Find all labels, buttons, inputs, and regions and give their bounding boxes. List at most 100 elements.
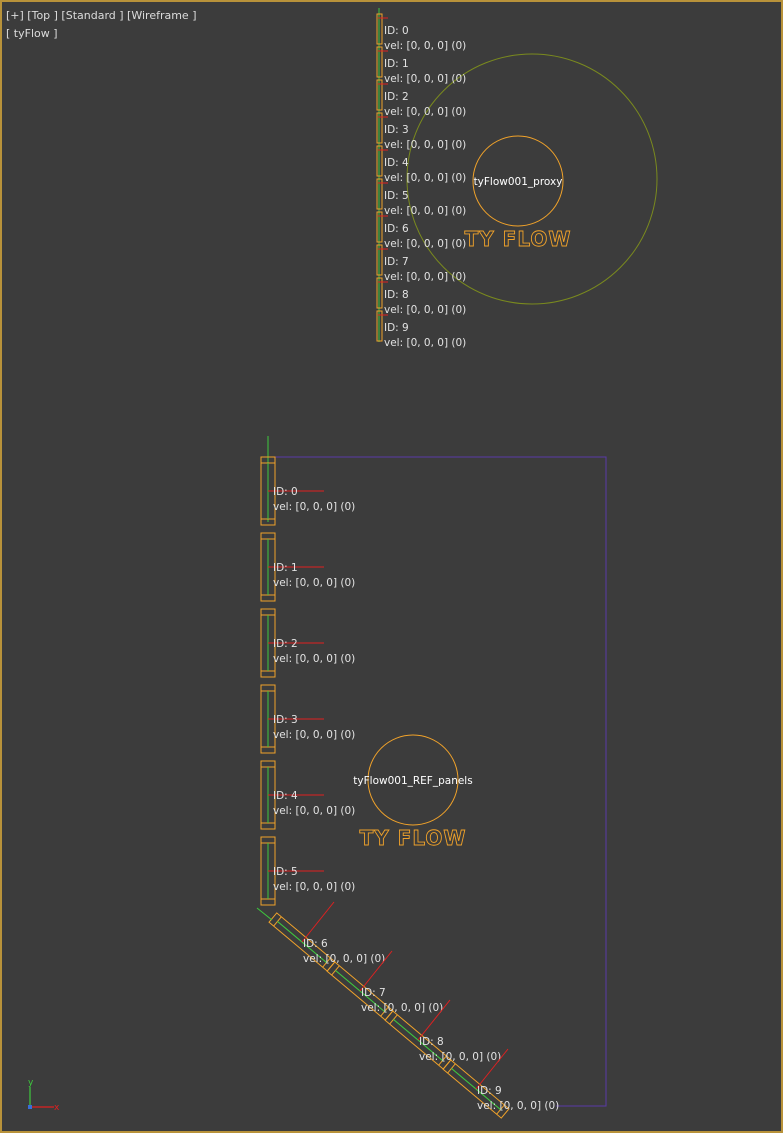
proxy-particle-shape bbox=[376, 211, 383, 243]
gizmo-x-label: x bbox=[54, 1103, 60, 1113]
proxy-particle-vel-label: vel: [0, 0, 0] (0) bbox=[384, 205, 466, 217]
panel-particle-cap bbox=[273, 916, 282, 927]
panel-particle-list: ID: 0 vel: [0, 0, 0] (0) ID: 1 vel: [0, 0, … bbox=[256, 456, 559, 1119]
panel-particle[interactable]: ID: 5 vel: [0, 0, 0] (0) bbox=[260, 836, 355, 906]
panel-particle-vel-label: vel: [0, 0, 0] (0) bbox=[273, 653, 355, 665]
proxy-particle[interactable]: ID: 8 vel: [0, 0, 0] (0) bbox=[376, 277, 466, 316]
panel-particle[interactable]: ID: 0 vel: [0, 0, 0] (0) bbox=[260, 456, 355, 526]
panel-particle[interactable]: ID: 9 vel: [0, 0, 0] (0) bbox=[442, 1048, 559, 1119]
proxy-particle-shape bbox=[376, 178, 383, 210]
axis-gizmo: y x bbox=[28, 1078, 60, 1113]
proxy-particle[interactable]: ID: 0 vel: [0, 0, 0] (0) bbox=[376, 13, 466, 52]
panel-particle-cap bbox=[389, 1014, 398, 1025]
panels-tyflow-logo: TY FLOW bbox=[360, 826, 467, 850]
gizmo-y-label: y bbox=[28, 1078, 34, 1088]
panel-particle[interactable]: ID: 8 vel: [0, 0, 0] (0) bbox=[384, 999, 501, 1070]
proxy-particle-shape bbox=[376, 244, 383, 276]
panel-particle-id-label: ID: 4 bbox=[273, 790, 298, 802]
panel-particle-vel-label: vel: [0, 0, 0] (0) bbox=[273, 881, 355, 893]
panel-particle-x-axis bbox=[301, 901, 335, 943]
panel-particle-id-label: ID: 3 bbox=[273, 714, 298, 726]
proxy-range-circle bbox=[406, 53, 658, 305]
proxy-particle-id-label: ID: 8 bbox=[384, 289, 409, 301]
panel-particle[interactable]: ID: 2 vel: [0, 0, 0] (0) bbox=[260, 608, 355, 678]
proxy-particle-id-label: ID: 7 bbox=[384, 256, 409, 268]
proxy-tyflow-logo: TY FLOW bbox=[465, 227, 572, 251]
panel-particle-vel-label: vel: [0, 0, 0] (0) bbox=[273, 501, 355, 513]
proxy-particle-id-label: ID: 6 bbox=[384, 223, 409, 235]
panel-particle-cap bbox=[322, 957, 331, 968]
proxy-particle-vel-label: vel: [0, 0, 0] (0) bbox=[384, 40, 466, 52]
proxy-particle-vel-label: vel: [0, 0, 0] (0) bbox=[384, 271, 466, 283]
proxy-particle-id-label: ID: 5 bbox=[384, 190, 409, 202]
panel-particle-id-label: ID: 1 bbox=[273, 562, 298, 574]
proxy-particle-vel-label: vel: [0, 0, 0] (0) bbox=[384, 304, 466, 316]
panel-particle-vel-label: vel: [0, 0, 0] (0) bbox=[303, 953, 385, 965]
panel-particle-x-axis bbox=[359, 950, 393, 992]
proxy-particle-shape bbox=[376, 112, 383, 144]
panel-particle-x-axis bbox=[475, 1048, 509, 1090]
proxy-particle-id-label: ID: 2 bbox=[384, 91, 409, 103]
panel-particle[interactable]: ID: 6 vel: [0, 0, 0] (0) bbox=[268, 901, 385, 972]
gizmo-origin bbox=[28, 1105, 32, 1109]
panel-particle-id-label: ID: 5 bbox=[273, 866, 298, 878]
proxy-particle-vel-label: vel: [0, 0, 0] (0) bbox=[384, 139, 466, 151]
proxy-particle-vel-label: vel: [0, 0, 0] (0) bbox=[384, 73, 466, 85]
panel-particle-cap bbox=[380, 1006, 389, 1017]
proxy-icon-circle bbox=[472, 135, 564, 227]
panel-particle-id-label: ID: 8 bbox=[419, 1036, 444, 1048]
proxy-particle[interactable]: ID: 5 vel: [0, 0, 0] (0) bbox=[376, 178, 466, 217]
panel-particle-id-label: ID: 9 bbox=[477, 1085, 502, 1097]
proxy-particle-id-label: ID: 3 bbox=[384, 124, 409, 136]
panels-object[interactable]: tyFlow001_REF_panels TY FLOW bbox=[274, 456, 607, 1107]
proxy-particle[interactable]: ID: 4 vel: [0, 0, 0] (0) bbox=[376, 145, 466, 184]
panels-icon-circle bbox=[367, 734, 459, 826]
panel-particle-cap bbox=[438, 1055, 447, 1066]
proxy-object[interactable]: tyFlow001_proxy TY FLOW bbox=[406, 53, 658, 305]
viewport-sub-label[interactable]: [ tyFlow ] bbox=[6, 27, 58, 40]
proxy-particle-vel-label: vel: [0, 0, 0] (0) bbox=[384, 172, 466, 184]
proxy-particle[interactable]: ID: 7 vel: [0, 0, 0] (0) bbox=[376, 244, 466, 283]
panel-particle-id-label: ID: 7 bbox=[361, 987, 386, 999]
proxy-particle-id-label: ID: 0 bbox=[384, 25, 409, 37]
panel-particle[interactable]: ID: 1 vel: [0, 0, 0] (0) bbox=[260, 532, 355, 602]
proxy-particle-shape bbox=[376, 310, 383, 342]
proxy-particle[interactable]: ID: 9 vel: [0, 0, 0] (0) bbox=[376, 310, 466, 349]
proxy-particle-vel-label: vel: [0, 0, 0] (0) bbox=[384, 337, 466, 349]
panel-particle-vel-label: vel: [0, 0, 0] (0) bbox=[361, 1002, 443, 1014]
panels-name-label: tyFlow001_REF_panels bbox=[353, 775, 472, 787]
proxy-particle-shape bbox=[376, 277, 383, 309]
panel-particle-cap bbox=[496, 1104, 505, 1115]
panel-particle-id-label: ID: 0 bbox=[273, 486, 298, 498]
panel-particle-vel-label: vel: [0, 0, 0] (0) bbox=[273, 577, 355, 589]
proxy-particle[interactable]: ID: 2 vel: [0, 0, 0] (0) bbox=[376, 79, 466, 118]
panel-particle[interactable]: ID: 7 vel: [0, 0, 0] (0) bbox=[326, 950, 443, 1021]
panels-bounding-box bbox=[274, 456, 607, 1107]
proxy-particle[interactable]: ID: 6 vel: [0, 0, 0] (0) bbox=[376, 211, 466, 250]
panel-particle-cap bbox=[331, 965, 340, 976]
viewport-menu-label[interactable]: [+] [Top ] [Standard ] [Wireframe ] bbox=[6, 9, 197, 22]
proxy-particle-shape bbox=[376, 13, 383, 45]
panel-particle-vel-label: vel: [0, 0, 0] (0) bbox=[273, 729, 355, 741]
panel-particle-cap bbox=[447, 1063, 456, 1074]
panel-particle-x-axis bbox=[417, 999, 451, 1041]
proxy-particle-shape bbox=[376, 46, 383, 78]
proxy-particle-shape bbox=[376, 145, 383, 177]
panel-particle-vel-label: vel: [0, 0, 0] (0) bbox=[477, 1100, 559, 1112]
proxy-particle-vel-label: vel: [0, 0, 0] (0) bbox=[384, 106, 466, 118]
panels-corner-axis bbox=[256, 907, 273, 921]
proxy-particle-id-label: ID: 9 bbox=[384, 322, 409, 334]
panel-particle-id-label: ID: 2 bbox=[273, 638, 298, 650]
proxy-particle-list: ID: 0 vel: [0, 0, 0] (0) ID: 1 vel: [0, 0, … bbox=[376, 13, 466, 349]
proxy-particle-id-label: ID: 4 bbox=[384, 157, 409, 169]
panel-particle[interactable]: ID: 3 vel: [0, 0, 0] (0) bbox=[260, 684, 355, 754]
panel-particle-id-label: ID: 6 bbox=[303, 938, 328, 950]
proxy-particle-vel-label: vel: [0, 0, 0] (0) bbox=[384, 238, 466, 250]
proxy-particle[interactable]: ID: 3 vel: [0, 0, 0] (0) bbox=[376, 112, 466, 151]
proxy-particle-id-label: ID: 1 bbox=[384, 58, 409, 70]
proxy-particle[interactable]: ID: 1 vel: [0, 0, 0] (0) bbox=[376, 46, 466, 85]
panel-particle-vel-label: vel: [0, 0, 0] (0) bbox=[419, 1051, 501, 1063]
